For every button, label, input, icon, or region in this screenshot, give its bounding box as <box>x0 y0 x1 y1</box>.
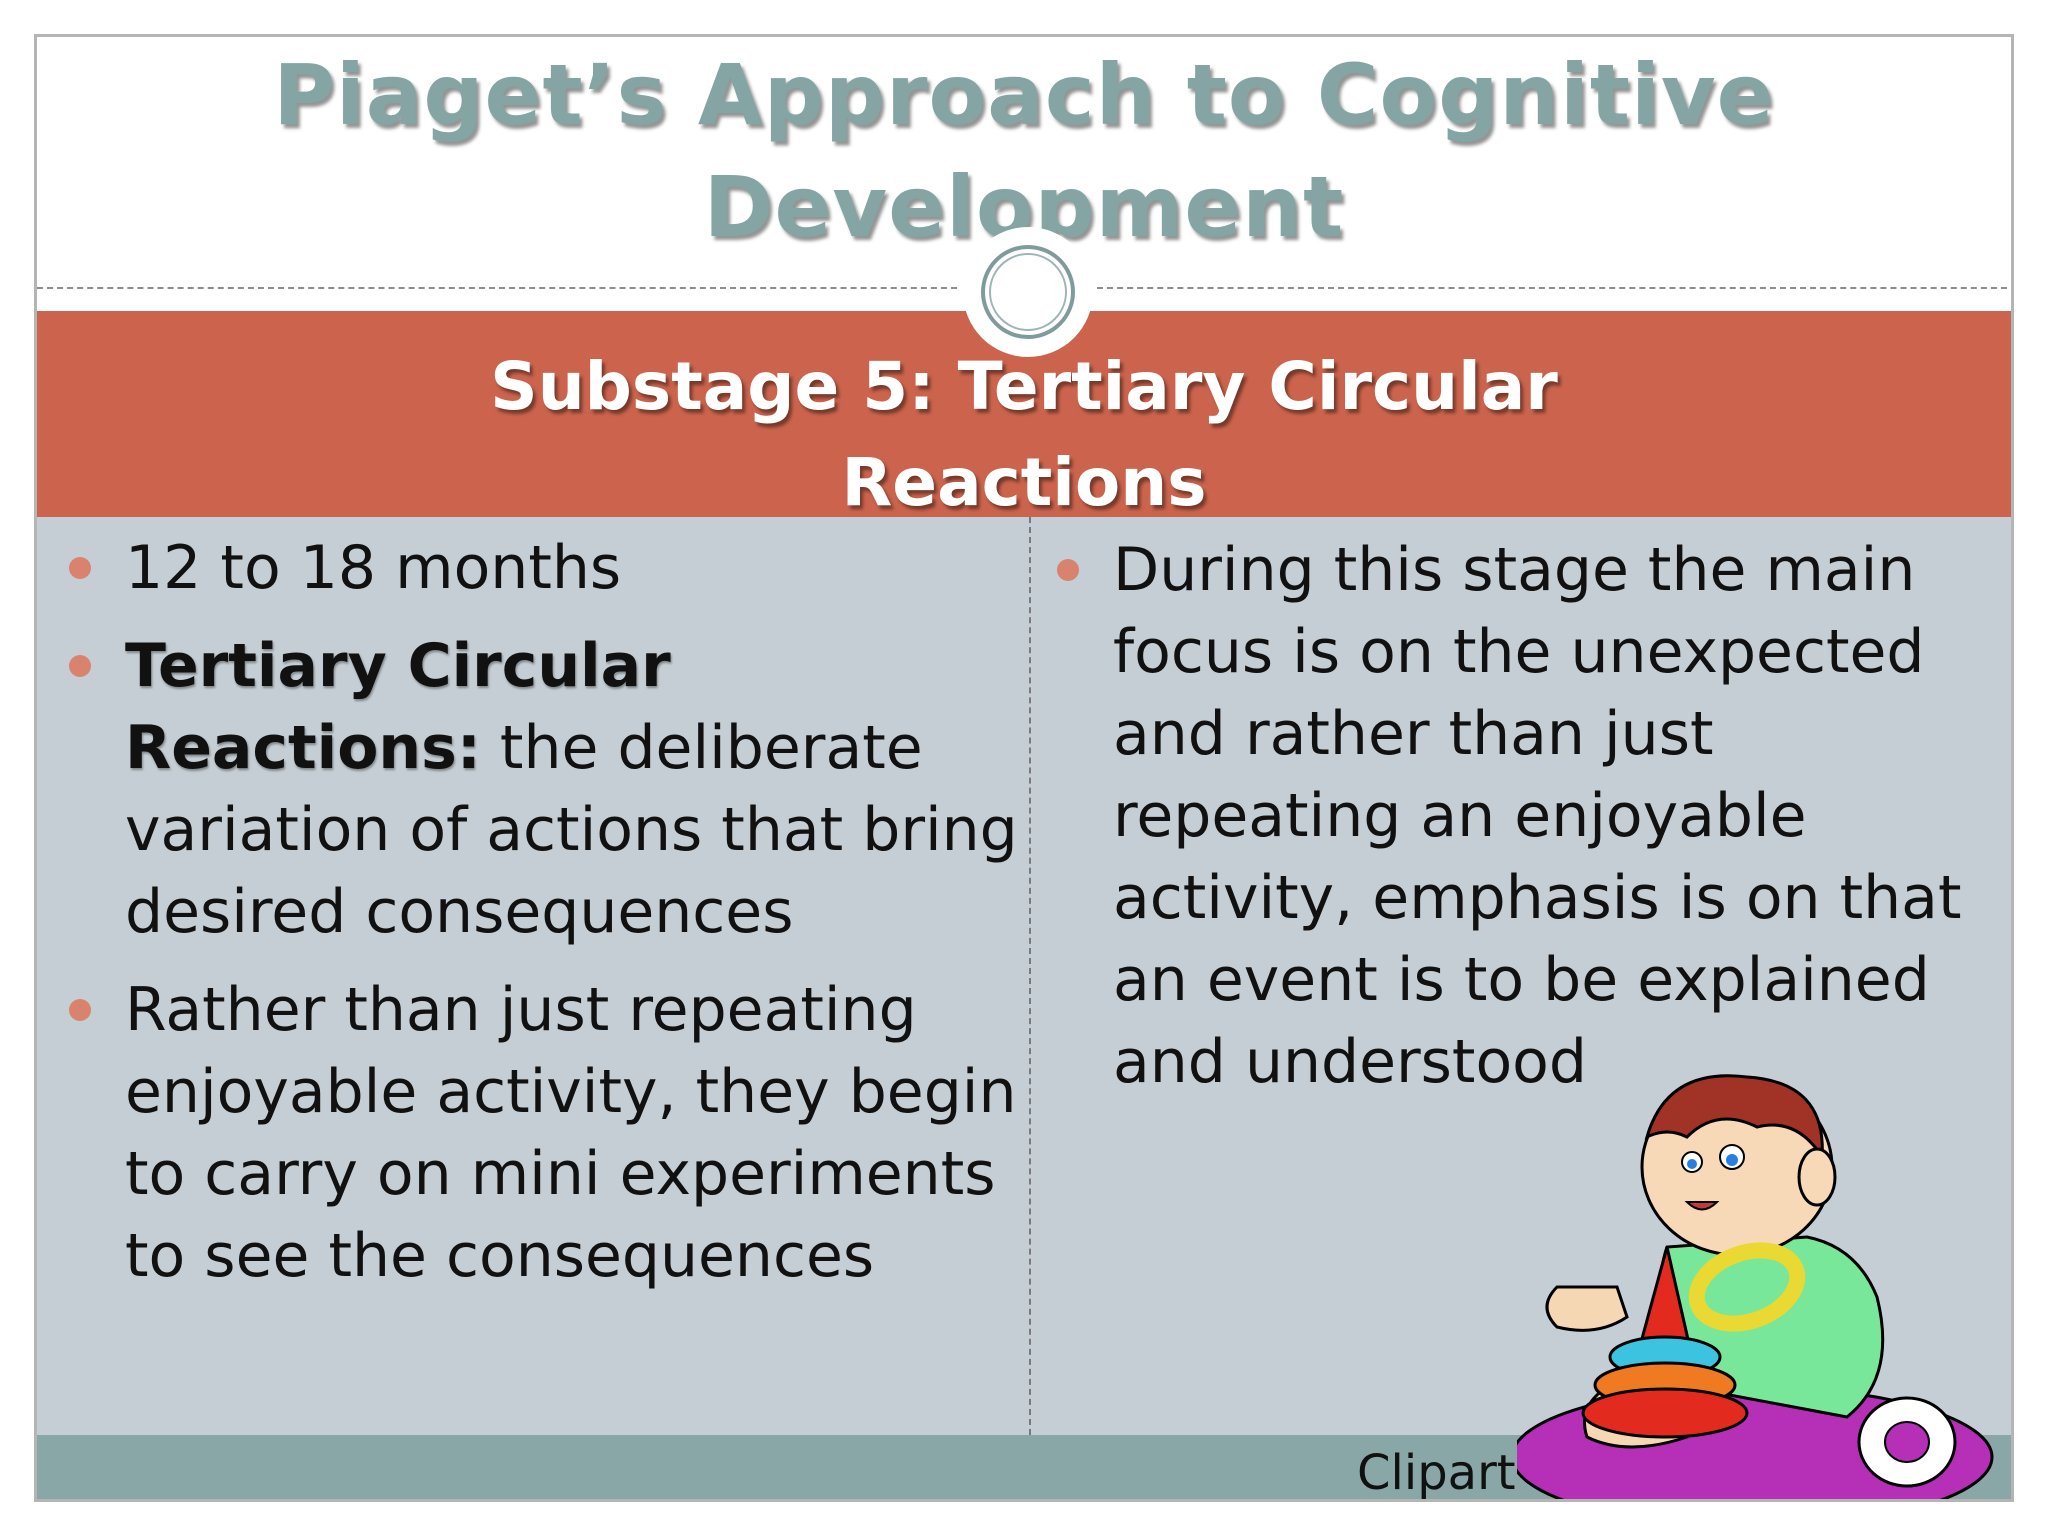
title-divider-right <box>1097 287 2011 289</box>
column-divider <box>1029 517 1031 1435</box>
content-area: 12 to 18 months Tertiary Circular Reacti… <box>37 517 2011 1435</box>
bullet-text: During this stage the main focus is on t… <box>1113 535 1962 1097</box>
list-item: Tertiary Circular Reactions: the deliber… <box>61 625 1021 953</box>
bullet-text: the deliberate variation of actions that… <box>125 713 1018 947</box>
left-bullet-list: 12 to 18 months Tertiary Circular Reacti… <box>61 527 1021 1313</box>
bullet-dot-icon <box>69 999 91 1021</box>
decorative-circle-inner-ring <box>989 253 1067 331</box>
slide: Piaget’s Approach to Cognitive Developme… <box>34 34 2014 1502</box>
title-divider-left <box>37 287 957 289</box>
bullet-dot-icon <box>69 655 91 677</box>
slide-subtitle: Substage 5: Tertiary Circular Reactions <box>37 339 2011 531</box>
bullet-dot-icon <box>69 557 91 579</box>
bullet-text: Rather than just repeating enjoyable act… <box>125 975 1017 1291</box>
bullet-term: Tertiary Circular Reactions: <box>125 631 671 783</box>
bullet-text: 12 to 18 months <box>125 533 622 603</box>
baby-with-ring-toy-illustration-icon <box>1517 1074 1994 1499</box>
list-item: 12 to 18 months <box>61 527 1021 609</box>
slide-title-line-1: Piaget’s Approach to Cognitive <box>273 46 1775 144</box>
list-item: Rather than just repeating enjoyable act… <box>61 969 1021 1297</box>
right-bullet-list: During this stage the main focus is on t… <box>1049 529 2009 1119</box>
slide-title: Piaget’s Approach to Cognitive Developme… <box>37 39 2011 263</box>
slide-subtitle-line-2: Reactions <box>841 444 1207 521</box>
list-item: During this stage the main focus is on t… <box>1049 529 2009 1103</box>
clipart-caption: Clipart <box>1357 1445 1516 1501</box>
bullet-dot-icon <box>1057 559 1079 581</box>
slide-subtitle-line-1: Substage 5: Tertiary Circular <box>490 348 1558 425</box>
